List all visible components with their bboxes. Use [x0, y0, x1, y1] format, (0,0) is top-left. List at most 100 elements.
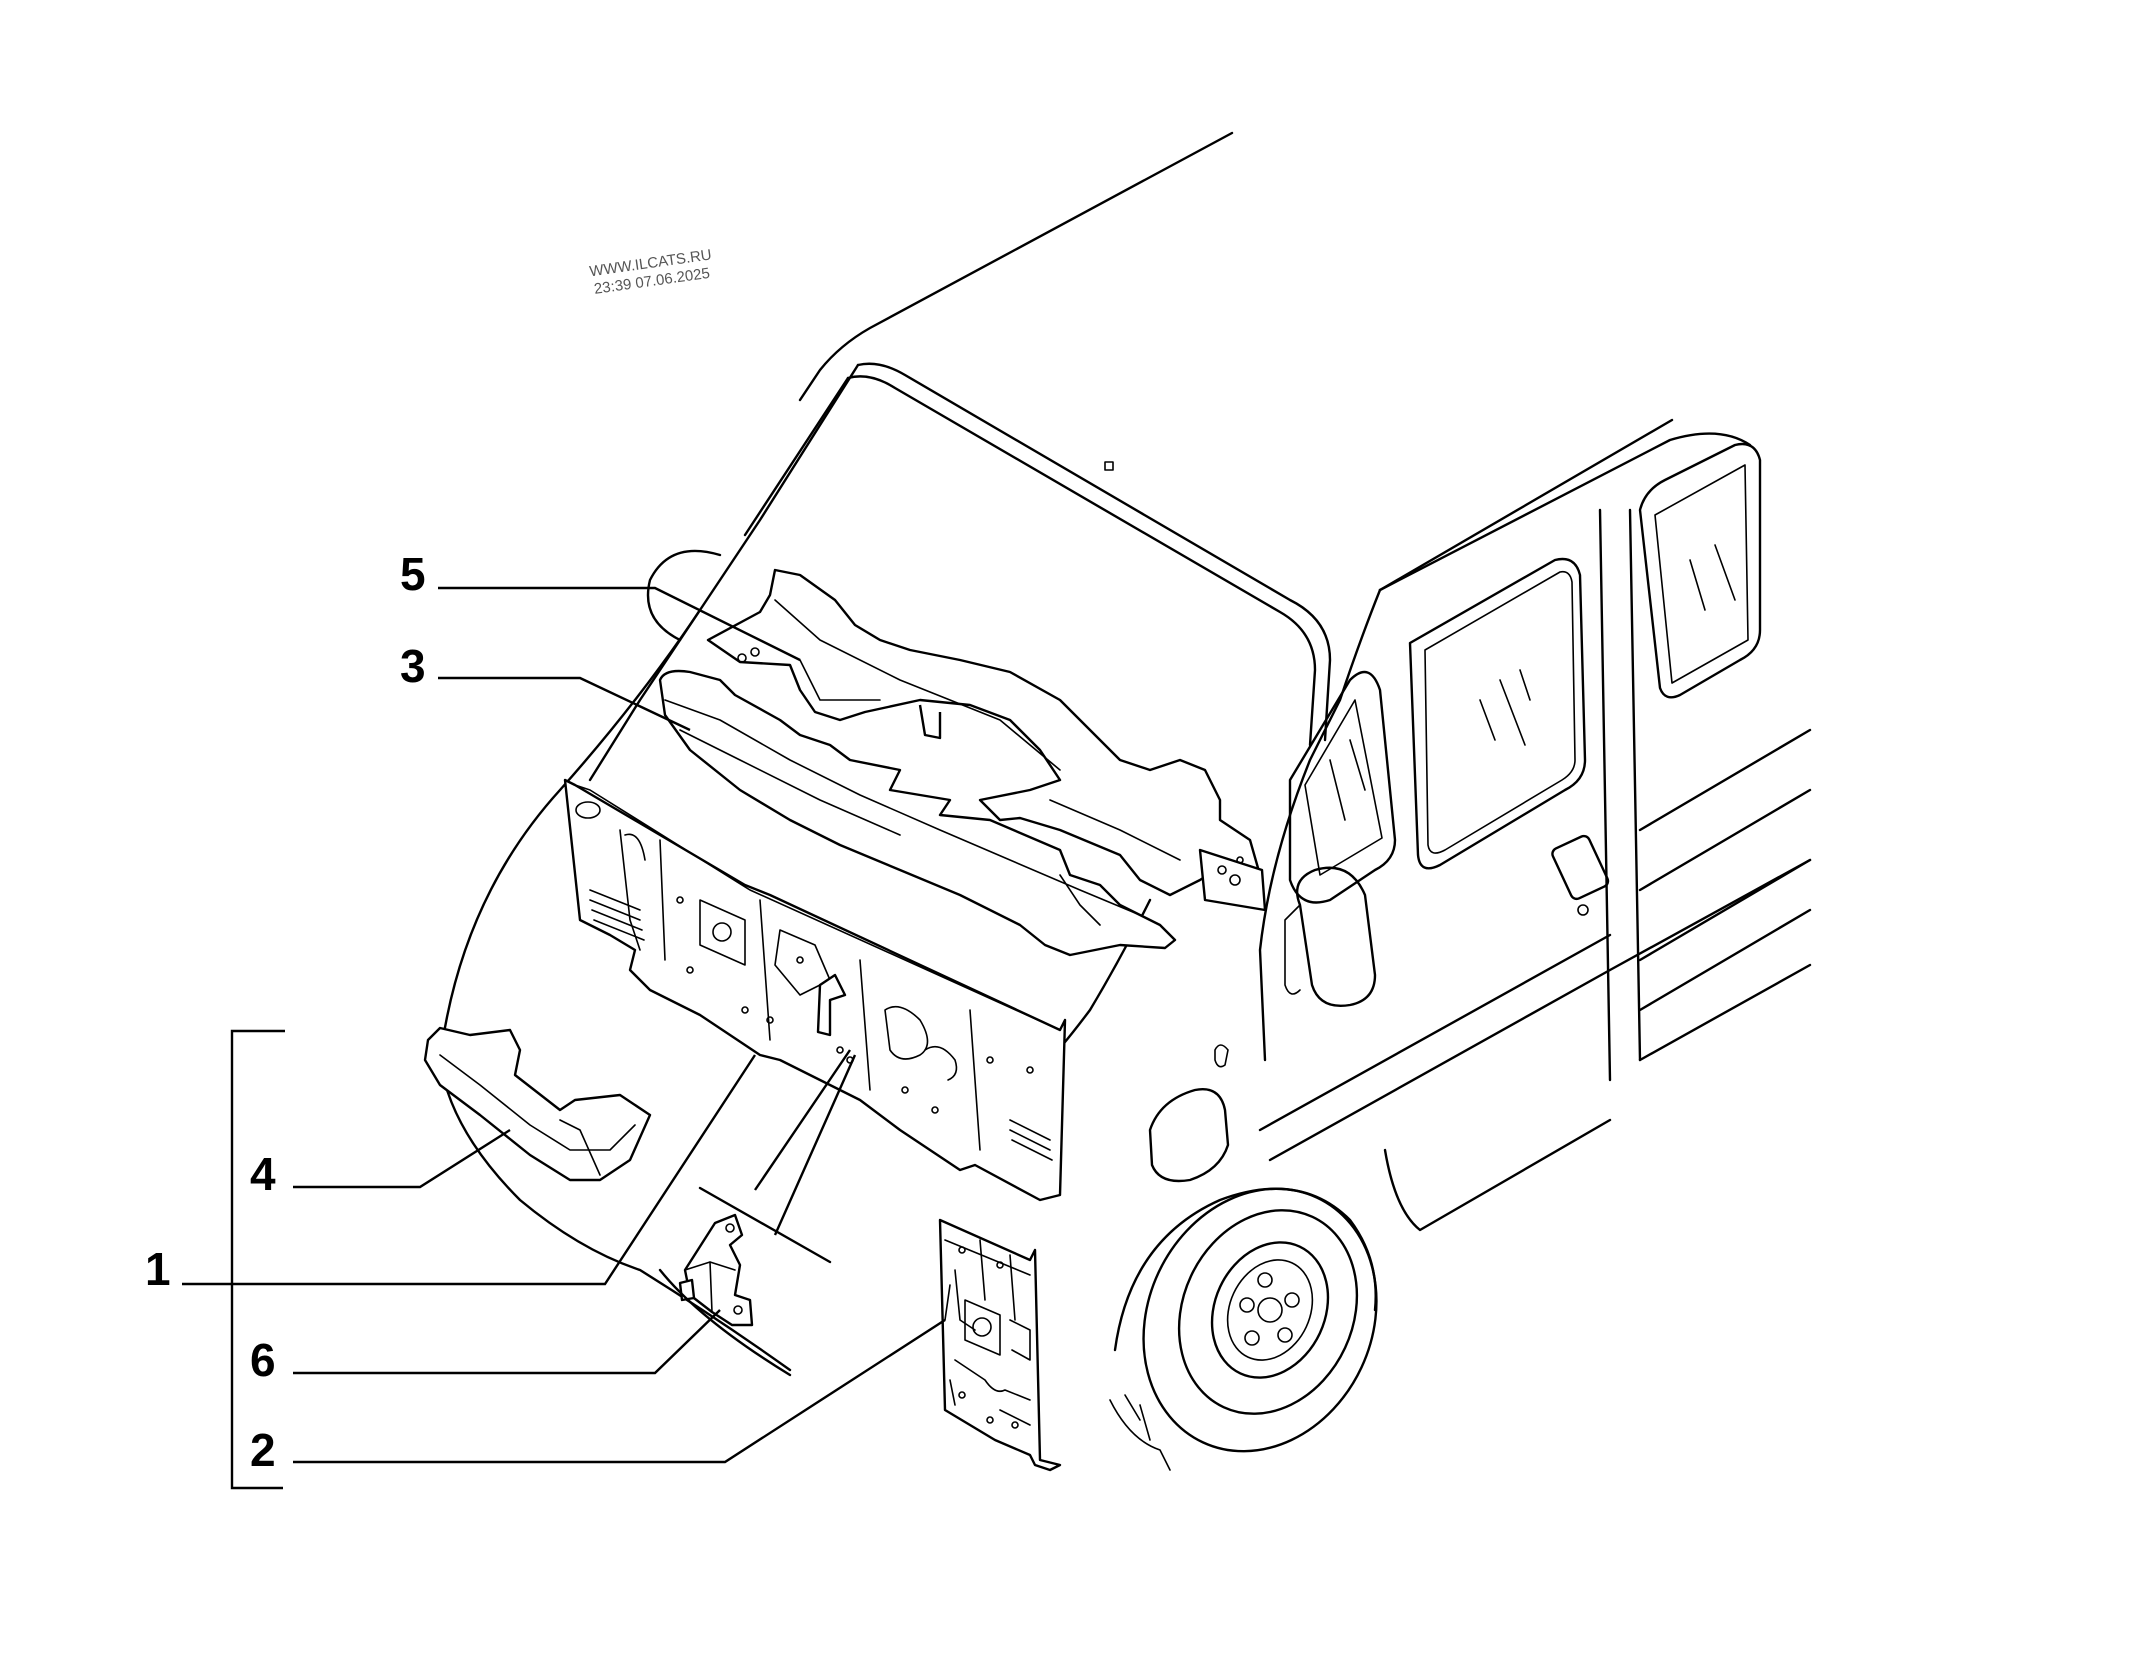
callout-1: 1	[145, 1243, 171, 1295]
front-door-window	[1408, 557, 1587, 870]
rear-window-reflection	[1689, 544, 1736, 611]
panel-column-4	[969, 1009, 981, 1151]
side-mirror	[1295, 866, 1377, 1007]
beam-flange	[664, 699, 1141, 916]
bracket-edge	[709, 1261, 713, 1313]
front-door-window-inner	[1424, 570, 1576, 854]
a-pillar-left	[698, 363, 860, 612]
leader-1-branches	[754, 1049, 857, 1236]
side-belt-line-1	[1638, 728, 1812, 832]
part-3-upper-beam	[658, 669, 1177, 957]
panel-column-1	[659, 839, 666, 961]
beam-body	[658, 669, 1177, 957]
wheel-hole	[1239, 1297, 1255, 1313]
crossmember-ridge	[774, 599, 1061, 771]
mirror-mount-marker	[1104, 461, 1114, 471]
quarter-window-reflection	[1329, 739, 1366, 821]
panel-hole	[986, 1056, 994, 1064]
wheel-rim-inner	[1226, 1259, 1314, 1361]
leader-5	[438, 586, 801, 662]
windshield-inner	[846, 375, 1317, 747]
panel-hole	[901, 1086, 909, 1094]
window-reflection	[1479, 669, 1531, 746]
callout-4: 4	[250, 1148, 276, 1200]
part-4-deflector	[423, 1026, 652, 1182]
bracket-hole	[733, 1305, 743, 1315]
center-cutout	[774, 929, 831, 996]
wheel-hole	[1277, 1327, 1293, 1343]
part-5-upper-crossmember	[706, 568, 1267, 912]
panel-hole	[575, 801, 601, 819]
panel-hole	[931, 1106, 939, 1114]
panel-hole	[686, 966, 694, 974]
plate-hole	[1011, 1421, 1019, 1429]
side-belt-line-5	[1638, 963, 1812, 1062]
right-cutout	[884, 1005, 929, 1060]
beam-end-detail	[1059, 874, 1101, 926]
panel-hole	[796, 956, 804, 964]
plate-lower-rib	[949, 1379, 1031, 1426]
deflector-lip	[439, 1054, 636, 1151]
bracket-hole	[725, 1223, 735, 1233]
plate-mount-square	[964, 1299, 1001, 1356]
beam-flange-2	[679, 729, 901, 836]
tyre-tread	[1109, 1394, 1171, 1471]
side-indicator	[1148, 1088, 1230, 1183]
panel-hole	[1026, 1066, 1034, 1074]
plate-mount-hole	[972, 1317, 992, 1337]
sliding-door-front-edge	[1628, 508, 1642, 1062]
plate-hole	[986, 1416, 994, 1424]
door-lock	[1577, 904, 1589, 916]
watermark: WWW.ILCATS.RU 23:39 07.06.2025	[588, 246, 712, 298]
side-top-line	[1378, 432, 1752, 592]
panel-hole	[676, 896, 684, 904]
roof-rear-line	[1378, 418, 1674, 592]
roof-line	[798, 131, 1234, 402]
mirror-arm	[1284, 904, 1301, 995]
leader-6	[293, 1309, 721, 1375]
reference-line	[698, 1186, 832, 1264]
wheel-hole	[1284, 1292, 1300, 1308]
plate-rib-2	[1009, 1254, 1016, 1321]
crossmember-ridge-3	[1049, 799, 1181, 861]
part-2-panel-plate	[938, 1218, 1062, 1472]
bolt-hole	[737, 653, 747, 663]
panel-hole	[836, 1046, 844, 1054]
assembly-bracket	[230, 1029, 285, 1490]
wheel-rim	[1210, 1241, 1330, 1379]
panel-column-3	[859, 959, 871, 1091]
bolt-hole	[1229, 874, 1241, 886]
plate-hole	[958, 1246, 966, 1254]
leader-1	[182, 1054, 757, 1286]
door-rear-edge	[1598, 508, 1612, 1082]
bracket-stud	[678, 1278, 696, 1302]
panel-hole	[766, 1016, 774, 1024]
plate-rib-1	[979, 1239, 986, 1301]
side-belt-line-2	[1638, 788, 1812, 892]
rear-side-window	[1638, 442, 1762, 699]
center-latch-bracket	[816, 973, 847, 1037]
panel-outline	[563, 778, 1067, 1202]
headlamp-left	[646, 549, 722, 642]
leader-3	[438, 676, 691, 732]
door-handle	[1551, 834, 1610, 901]
quarter-window	[1288, 670, 1397, 904]
repeater-lamp	[1214, 1044, 1229, 1068]
plate-hole	[996, 1261, 1004, 1269]
louvres-left	[589, 889, 645, 941]
plate-left-slot	[954, 1269, 976, 1331]
callout-3: 3	[400, 640, 426, 692]
bolt-hole	[750, 647, 760, 657]
leader-2	[293, 1318, 946, 1464]
plate-top-flange	[944, 1239, 1031, 1276]
wheel-hole	[1257, 1272, 1273, 1288]
leader-4	[293, 1128, 511, 1189]
a-pillar-inner	[743, 376, 850, 537]
panel-left-edge	[619, 829, 641, 951]
side-belt-line-3	[1638, 858, 1812, 962]
front-tyre-outer	[1142, 1187, 1378, 1453]
bolt-hole	[1236, 856, 1244, 864]
part-6-bracket	[678, 1213, 754, 1327]
panel-slot	[624, 833, 646, 861]
